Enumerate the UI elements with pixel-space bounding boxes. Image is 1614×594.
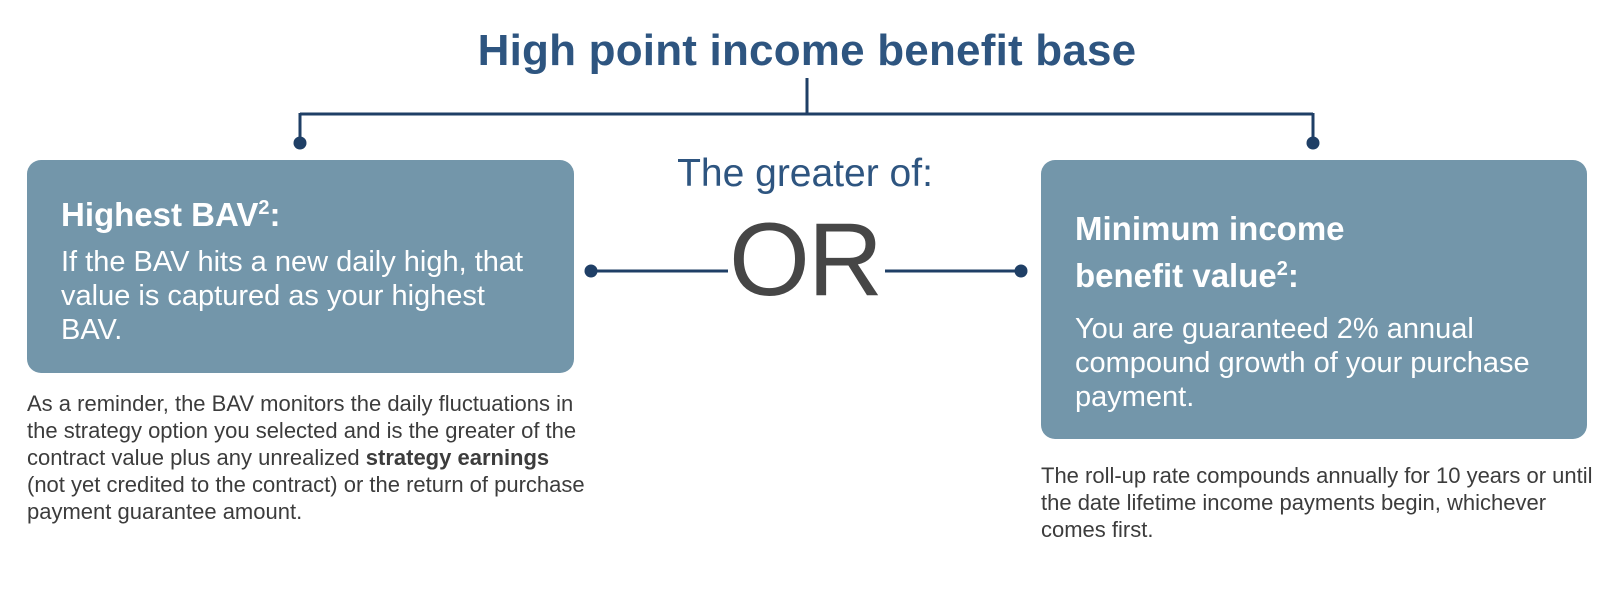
or-right-dot <box>1014 264 1028 278</box>
highest-bav-heading: Highest BAV2: <box>61 196 281 233</box>
roll-up-rate-note: The roll-up rate compounds annually for … <box>1041 463 1593 542</box>
minimum-income-text: You are guaranteed 2% annual compound gr… <box>1075 313 1530 413</box>
greater-of-label: The greater of: <box>677 152 933 195</box>
strategy-earnings-term: strategy earnings <box>365 445 550 470</box>
highest-bav-text: If the BAV hits a new daily high, that v… <box>61 246 524 346</box>
diagram-title: High point income benefit base <box>477 26 1137 75</box>
bav-reminder-note: As a reminder, the BAV monitors the dail… <box>27 391 585 524</box>
highest-bav-box: Highest BAV2: If the BAV hits a new dail… <box>27 160 574 373</box>
footnote-marker: 2 <box>258 197 270 219</box>
right-drop-dot <box>1306 136 1320 150</box>
or-label: OR <box>729 202 883 318</box>
left-drop-dot <box>293 136 307 150</box>
or-left-dot <box>584 264 598 278</box>
footnote-marker: 2 <box>1276 258 1288 280</box>
